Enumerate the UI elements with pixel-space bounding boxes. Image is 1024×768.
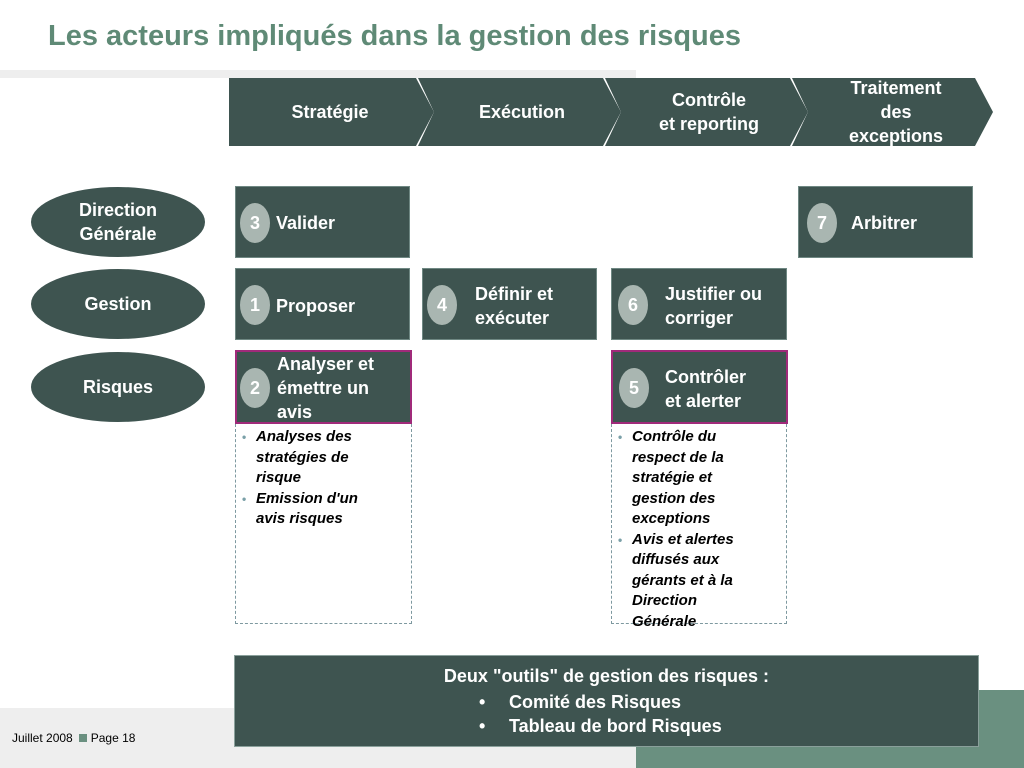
bullet-marker: • <box>618 430 623 444</box>
footer-date: Juillet 2008 <box>12 731 73 745</box>
phase-label-strategie: Stratégie <box>291 102 369 122</box>
title-underline <box>0 70 636 78</box>
details-controle: • Contrôle du respect de la stratégie et… <box>611 424 787 630</box>
tools-title: Deux "outils" de gestion des risques : <box>443 666 770 686</box>
task-box-valider: 3 Valider <box>235 186 410 258</box>
step-number-badge: 2 <box>240 368 270 408</box>
page-title: Les acteurs impliqués dans la gestion de… <box>48 20 742 52</box>
task-box-controler-alerter: 5 Contrôler et alerter <box>611 350 788 424</box>
task-box-proposer: 1 Proposer <box>235 268 410 340</box>
detail-item: • Emission d'un avis risques <box>242 489 358 528</box>
bullet-marker: • <box>242 430 247 444</box>
step-number-badge: 3 <box>240 203 270 243</box>
tool-item: •Comité des Risques <box>479 692 682 712</box>
step-number-badge: 4 <box>427 285 457 325</box>
detail-item: • Avis et alertes diffusés aux gérants e… <box>618 530 734 630</box>
task-label: Arbitrer <box>851 213 918 233</box>
bullet-marker: • <box>479 692 486 712</box>
task-label: Proposer <box>276 296 356 316</box>
task-label: Définir et exécuter <box>475 284 554 328</box>
square-separator-icon <box>78 734 87 742</box>
bullet-marker: • <box>618 532 623 547</box>
detail-item: • Contrôle du respect de la stratégie et… <box>618 428 724 527</box>
step-number-badge: 5 <box>619 368 649 408</box>
footer-page: Page 18 <box>90 731 136 745</box>
phase-label-execution: Exécution <box>478 102 566 122</box>
tools-box: Deux "outils" de gestion des risques : •… <box>234 655 979 747</box>
actor-risques: Risques <box>31 352 205 422</box>
task-box-arbitrer: 7 Arbitrer <box>798 186 973 258</box>
bullet-marker: • <box>242 491 247 506</box>
task-label: Valider <box>276 213 336 233</box>
tool-item: •Tableau de bord Risques <box>479 716 722 736</box>
task-box-justifier-corriger: 6 Justifier ou corriger <box>611 268 787 340</box>
task-label: Contrôler et alerter <box>665 367 746 411</box>
task-box-analyser-emettre: 2 Analyser et émettre un avis <box>235 350 412 424</box>
footer: Juillet 2008 Page 18 <box>12 731 135 745</box>
task-label: Analyser et émettre un avis <box>277 354 375 422</box>
actor-gestion: Gestion <box>31 269 205 339</box>
step-number-badge: 1 <box>240 285 270 325</box>
details-analyse: • Analyses des stratégies de risque • Em… <box>235 424 412 624</box>
step-number-badge: 6 <box>618 285 648 325</box>
bullet-marker: • <box>479 716 486 736</box>
step-number-badge: 7 <box>807 203 837 243</box>
tools-list: •Comité des Risques •Tableau de bord Ris… <box>479 690 722 738</box>
task-box-definir-executer: 4 Définir et exécuter <box>422 268 597 340</box>
task-label: Justifier ou corriger <box>665 284 763 328</box>
detail-item: • Analyses des stratégies de risque <box>242 428 352 486</box>
